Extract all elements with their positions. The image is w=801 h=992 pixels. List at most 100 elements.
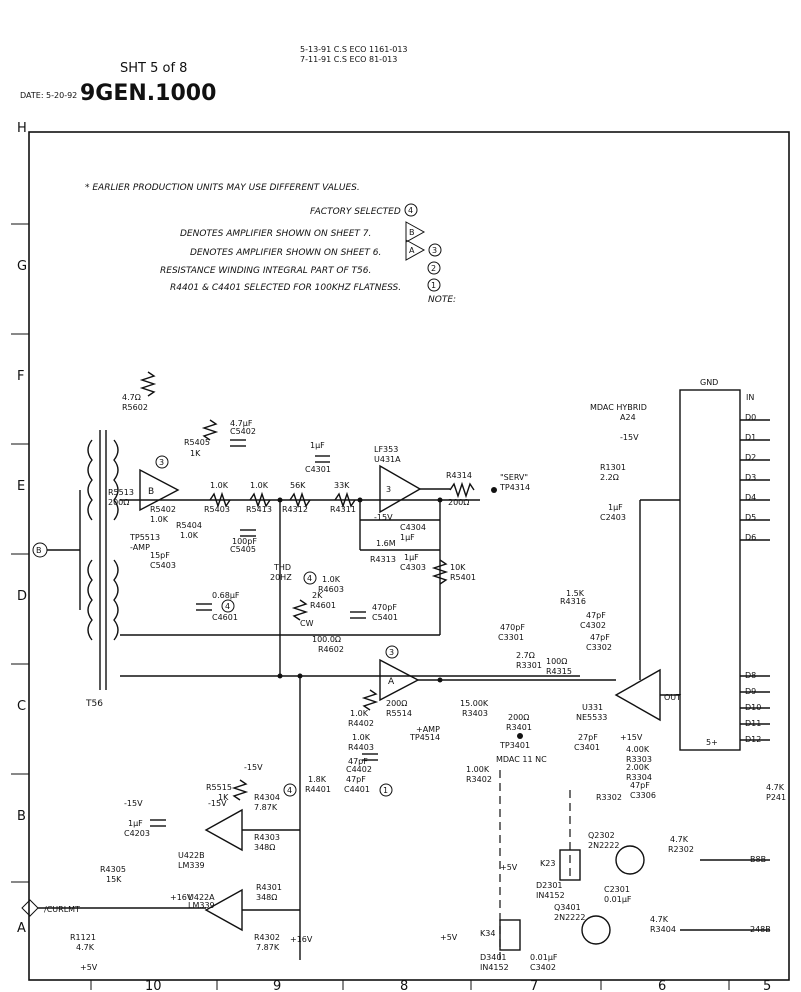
svg-text:1: 1 bbox=[383, 786, 388, 795]
svg-text:47pF: 47pF bbox=[586, 611, 606, 620]
svg-text:1.00K: 1.00K bbox=[466, 765, 490, 774]
capacitor-c3301: C3301 470pF bbox=[498, 623, 525, 642]
capacitor-c3401: C3401 27pF bbox=[574, 733, 600, 752]
resistor-r2302: R2302 4.7K bbox=[668, 835, 694, 854]
svg-text:R1301: R1301 bbox=[600, 463, 626, 472]
svg-text:1µF: 1µF bbox=[404, 553, 419, 562]
resistor-r5602: R5602 4.7Ω bbox=[122, 371, 157, 412]
svg-text:56K: 56K bbox=[290, 481, 306, 490]
svg-text:R4312: R4312 bbox=[282, 505, 308, 514]
svg-text:4.7K: 4.7K bbox=[650, 915, 669, 924]
circuit: T56 B B 3 R5602 4.7Ω R5405 bbox=[21, 371, 786, 972]
svg-text:A: A bbox=[388, 677, 395, 687]
svg-text:4: 4 bbox=[408, 206, 413, 215]
capacitor-c5402: C5402 4.7µF bbox=[230, 419, 256, 447]
svg-text:IN4152: IN4152 bbox=[536, 891, 565, 900]
svg-text:10K: 10K bbox=[450, 563, 466, 572]
svg-text:15K: 15K bbox=[106, 875, 122, 884]
svg-text:1K: 1K bbox=[190, 449, 201, 458]
note-4: B DENOTES AMPLIFIER SHOWN ON SHEET 7. bbox=[180, 221, 426, 243]
svg-text:D2: D2 bbox=[745, 453, 756, 462]
svg-text:-15V: -15V bbox=[620, 433, 639, 442]
svg-text:Q3401: Q3401 bbox=[554, 903, 581, 912]
testpoint-tp4314: TP4314 "SERV" bbox=[491, 473, 530, 493]
svg-text:DENOTES AMPLIFIER SHOWN ON SHE: DENOTES AMPLIFIER SHOWN ON SHEET 6. bbox=[190, 248, 381, 258]
svg-text:348Ω: 348Ω bbox=[256, 893, 277, 902]
svg-text:D3401: D3401 bbox=[480, 953, 507, 962]
svg-text:U331: U331 bbox=[582, 703, 603, 712]
svg-text:R5405: R5405 bbox=[184, 438, 210, 447]
resistor-r5413: R5413 1.0K bbox=[246, 481, 272, 514]
svg-text:2.2Ω: 2.2Ω bbox=[600, 473, 619, 482]
svg-text:U422B: U422B bbox=[178, 851, 205, 860]
resistor-r4304: R4304 7.87K bbox=[254, 793, 280, 812]
resistor-r4305: R4305 15K bbox=[100, 865, 126, 884]
capacitor-c4401: C4401 47pF 1 bbox=[344, 775, 393, 797]
col-8: 8 bbox=[400, 979, 408, 992]
svg-text:47pF: 47pF bbox=[348, 757, 368, 766]
svg-text:B: B bbox=[409, 228, 415, 237]
svg-text:7.87K: 7.87K bbox=[256, 943, 280, 952]
svg-text:33K: 33K bbox=[334, 481, 350, 490]
column-labels: 5 6 7 8 9 10 A B C D E F G H bbox=[17, 121, 771, 992]
svg-text:R4301: R4301 bbox=[256, 883, 282, 892]
capacitor-c4303: C4303 1µF bbox=[400, 553, 426, 572]
relay-k23: K23 +5V bbox=[500, 849, 581, 881]
svg-text:K23: K23 bbox=[540, 859, 555, 868]
svg-text:1.0K: 1.0K bbox=[150, 515, 169, 524]
resistor-r4302: R4302 7.87K +16V bbox=[254, 933, 313, 952]
svg-text:200Ω: 200Ω bbox=[508, 713, 529, 722]
svg-text:THD: THD bbox=[273, 563, 291, 572]
svg-text:C3302: C3302 bbox=[586, 643, 612, 652]
svg-text:C5402: C5402 bbox=[230, 427, 256, 436]
svg-text:2: 2 bbox=[431, 264, 436, 273]
resistor-r3303: R3303 4.00K bbox=[626, 745, 652, 764]
mdac-pin-labels: D0 D1 D2 D3 D4 D5 D6 D8 D9 D10 D11 D12 bbox=[745, 413, 761, 744]
capacitor-c2301: C2301 0.01µF bbox=[604, 885, 632, 904]
transformer-t56: T56 B bbox=[32, 430, 119, 709]
svg-text:B: B bbox=[36, 546, 42, 555]
svg-text:-AMP: -AMP bbox=[130, 543, 150, 552]
note-2: 2 RESISTANCE WINDING INTEGRAL PART OF T5… bbox=[160, 261, 441, 276]
svg-text:R2302: R2302 bbox=[668, 845, 694, 854]
svg-text:4.7K: 4.7K bbox=[670, 835, 689, 844]
svg-text:1µF: 1µF bbox=[310, 441, 325, 450]
svg-text:LF353: LF353 bbox=[374, 445, 398, 454]
relay-k34: K34 +5V bbox=[440, 919, 521, 951]
svg-text:C4302: C4302 bbox=[580, 621, 606, 630]
svg-text:4: 4 bbox=[225, 602, 230, 611]
svg-text:1µF: 1µF bbox=[400, 533, 415, 542]
svg-text:7.87K: 7.87K bbox=[254, 803, 278, 812]
svg-text:200Ω: 200Ω bbox=[448, 498, 469, 507]
svg-text:4.7Ω: 4.7Ω bbox=[122, 393, 141, 402]
svg-text:DENOTES AMPLIFIER SHOWN ON SHE: DENOTES AMPLIFIER SHOWN ON SHEET 7. bbox=[180, 229, 371, 239]
svg-text:0.01µF: 0.01µF bbox=[604, 895, 632, 904]
svg-text:R4311: R4311 bbox=[330, 505, 356, 514]
row-E: E bbox=[17, 479, 25, 494]
resistor-r5515: R5515 1K -15V bbox=[206, 763, 263, 802]
svg-text:20HZ: 20HZ bbox=[270, 573, 292, 582]
svg-text:R4315: R4315 bbox=[546, 667, 572, 676]
svg-text:IN4152: IN4152 bbox=[480, 963, 509, 972]
svg-text:5+: 5+ bbox=[706, 738, 718, 747]
svg-text:R3304: R3304 bbox=[626, 773, 652, 782]
resistor-r4603: R4603 1.0K bbox=[318, 575, 344, 594]
svg-text:1: 1 bbox=[431, 281, 436, 290]
svg-text:LM339: LM339 bbox=[178, 861, 205, 870]
svg-text:R4303: R4303 bbox=[254, 833, 280, 842]
resistor-r1121: R1121 4.7K +5V bbox=[70, 933, 98, 972]
col-6: 6 bbox=[658, 979, 666, 992]
svg-text:+5V: +5V bbox=[440, 933, 458, 942]
svg-text:27pF: 27pF bbox=[578, 733, 598, 742]
diode-d3401: D3401 IN4152 bbox=[480, 953, 509, 972]
svg-text:C4303: C4303 bbox=[400, 563, 426, 572]
transistor-q2302: Q2302 2N2222 bbox=[588, 831, 645, 875]
row-G: G bbox=[17, 259, 27, 274]
svg-text:1.0K: 1.0K bbox=[352, 733, 371, 742]
svg-text:200Ω: 200Ω bbox=[386, 699, 407, 708]
bus-b8b: B8B bbox=[700, 855, 770, 864]
notes-header: NOTE: bbox=[428, 295, 456, 305]
svg-text:R4603: R4603 bbox=[318, 585, 344, 594]
svg-text:CW: CW bbox=[300, 619, 314, 628]
svg-text:D6: D6 bbox=[745, 533, 756, 542]
